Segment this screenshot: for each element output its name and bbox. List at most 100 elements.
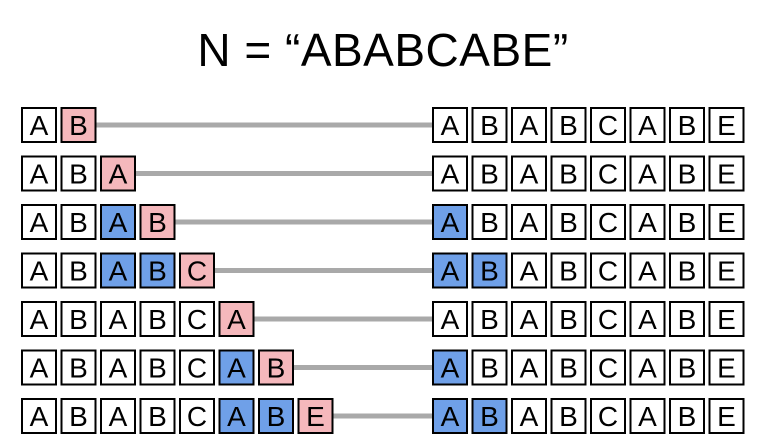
target-cell-box	[471, 252, 508, 289]
target-cell-letter: B	[480, 256, 499, 287]
target-cell: E	[708, 204, 745, 240]
prefix-cell-letter: A	[227, 353, 246, 384]
target-cell: C	[590, 301, 626, 337]
prefix-cell-box	[21, 252, 57, 289]
prefix-cell-letter: B	[148, 256, 167, 287]
target-cell: B	[550, 252, 587, 289]
target-cell-box	[669, 252, 705, 289]
target-cell-box	[511, 398, 547, 434]
target-cell: B	[471, 155, 508, 192]
target-cell-box	[432, 155, 468, 192]
prefix-cell-letter: A	[30, 207, 49, 238]
prefix-cell: B	[60, 301, 97, 337]
prefix-cell: B	[60, 252, 97, 289]
prefix-cell-box	[179, 349, 215, 386]
target-cell-letter: B	[559, 304, 578, 335]
target-cell-letter: B	[480, 110, 499, 141]
target-cell-letter: A	[638, 207, 657, 238]
prefix-cell-box	[21, 204, 57, 240]
target-cell-letter: A	[638, 304, 657, 335]
target-cell: A	[511, 107, 547, 143]
target-cell-box	[471, 107, 508, 143]
target-cell-box	[511, 301, 547, 337]
target-cell-letter: B	[480, 304, 499, 335]
target-cell-box	[471, 398, 508, 434]
target-cell-box	[511, 155, 547, 192]
target-cell-letter: B	[678, 353, 697, 384]
target-cell-letter: E	[717, 353, 736, 384]
prefix-cell-box	[21, 107, 57, 143]
target-cell-letter: B	[678, 207, 697, 238]
target-cell-box	[708, 252, 745, 289]
target-cell: B	[669, 398, 705, 434]
target-cell-box	[432, 349, 468, 386]
target-cell-box	[629, 107, 666, 143]
target-cell-letter: A	[520, 401, 539, 432]
target-cell-box	[471, 349, 508, 386]
prefix-cell: B	[258, 349, 294, 386]
target-cell-letter: E	[717, 304, 736, 335]
prefix-cell-box	[139, 398, 176, 434]
prefix-cell-box	[60, 398, 97, 434]
target-cell: A	[629, 107, 666, 143]
target-cell: B	[669, 301, 705, 337]
target-cell-box	[432, 301, 468, 337]
target-cell-letter: A	[638, 159, 657, 190]
prefix-cell: C	[179, 252, 215, 289]
target-cell: A	[432, 252, 468, 289]
prefix-cell-box	[60, 155, 97, 192]
target-cell-letter: B	[678, 401, 697, 432]
prefix-cell-letter: B	[148, 401, 167, 432]
target-cell-box	[471, 301, 508, 337]
target-cell-box	[511, 349, 547, 386]
target-cell: C	[590, 204, 626, 240]
target-cell-letter: C	[598, 401, 618, 432]
prefix-cell: B	[139, 301, 176, 337]
target-cell: B	[550, 204, 587, 240]
prefix-cell: A	[100, 398, 136, 434]
target-cell: A	[629, 349, 666, 386]
target-cell: B	[550, 349, 587, 386]
prefix-cell: B	[60, 107, 97, 143]
prefix-cell-box	[258, 398, 294, 434]
prefix-cell-box	[139, 349, 176, 386]
target-cell-letter: C	[598, 207, 618, 238]
target-cell: E	[708, 155, 745, 192]
prefix-cell-box	[179, 398, 215, 434]
target-cell-box	[669, 398, 705, 434]
prefix-cell-letter: A	[227, 401, 246, 432]
prefix-cell-letter: B	[69, 401, 88, 432]
prefix-cell: A	[100, 155, 136, 192]
target-cell-box	[629, 204, 666, 240]
target-cell: E	[708, 252, 745, 289]
prefix-cell-letter: B	[69, 159, 88, 190]
target-cell-letter: A	[441, 304, 460, 335]
target-cell-box	[669, 349, 705, 386]
target-cell: B	[471, 398, 508, 434]
prefix-cell-box	[21, 398, 57, 434]
prefix-cell: C	[179, 349, 215, 386]
target-cell-letter: C	[598, 159, 618, 190]
target-cell: A	[511, 204, 547, 240]
target-cell-letter: B	[480, 207, 499, 238]
prefix-cell-letter: B	[69, 110, 88, 141]
target-cell: C	[590, 349, 626, 386]
target-cell: B	[669, 155, 705, 192]
prefix-cell-letter: C	[187, 401, 207, 432]
prefix-cell-letter: E	[306, 401, 325, 432]
prefix-cell: B	[60, 398, 97, 434]
prefix-cell-letter: B	[148, 304, 167, 335]
prefix-cell-box	[100, 204, 136, 240]
prefix-cell: A	[21, 301, 57, 337]
prefix-cell: A	[21, 398, 57, 434]
target-cell-letter: C	[598, 304, 618, 335]
target-cell-box	[590, 107, 626, 143]
prefix-cell: E	[297, 398, 334, 434]
prefix-cell-letter: B	[69, 353, 88, 384]
prefix-cell-letter: A	[109, 353, 128, 384]
target-cell: A	[511, 301, 547, 337]
target-cell: B	[471, 349, 508, 386]
target-cell-box	[590, 349, 626, 386]
target-cell-box	[708, 301, 745, 337]
target-cell-letter: A	[638, 353, 657, 384]
